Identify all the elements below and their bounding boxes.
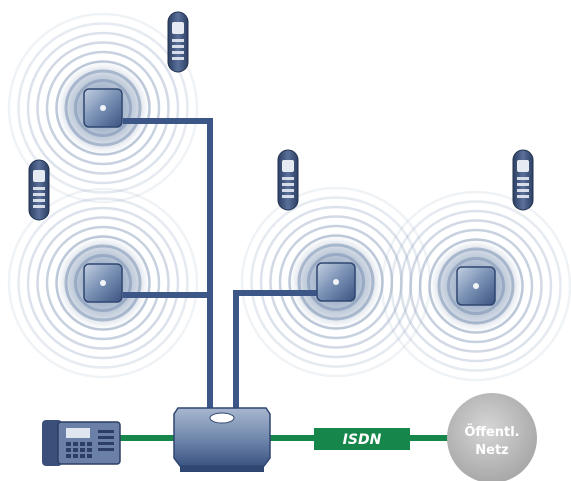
signal-rings-top-left (7, 12, 199, 204)
isdn-badge: ISDN (314, 428, 410, 450)
handset-icon (512, 149, 534, 211)
dect-base-station-icon (83, 88, 123, 128)
dect-base-station-icon (316, 262, 356, 302)
cable-top-left-base (123, 118, 213, 410)
router-icon (173, 407, 271, 472)
dect-base-station-icon (83, 263, 123, 303)
public-network-icon: Öffentl. Netz (447, 393, 537, 481)
handsets (28, 11, 534, 221)
dect-base-station-icon (456, 266, 496, 306)
handset-icon (277, 149, 299, 211)
blue-cables (123, 118, 318, 410)
isdn-label: ISDN (343, 432, 382, 448)
network-label-line1: Öffentl. (464, 424, 519, 440)
base-stations (83, 88, 496, 306)
cable-mid-right-base (233, 290, 318, 410)
network-label-line2: Netz (475, 443, 508, 458)
desk-phone-icon (42, 420, 121, 466)
handset-icon (167, 11, 189, 73)
handset-icon (28, 159, 50, 221)
